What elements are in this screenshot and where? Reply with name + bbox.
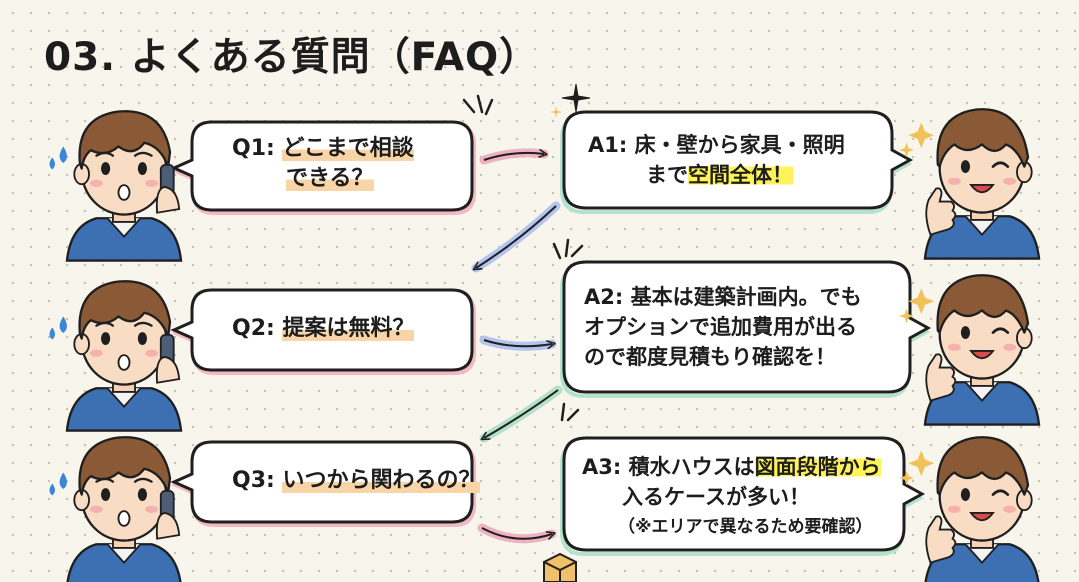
page-title: 03. よくある質問（FAQ） (44, 35, 540, 80)
worried-person-icon (48, 436, 183, 582)
happy-person-icon (897, 107, 1041, 260)
happy-person-icon (897, 435, 1041, 582)
question-3-text: Q3: いつから関わるの？ (232, 468, 481, 493)
arrow-q3-to-a3 (477, 523, 557, 544)
arrow-a2-to-q3 (479, 385, 563, 443)
worried-person-icon (48, 280, 183, 432)
arrow-q2-to-a2 (479, 335, 557, 351)
package-icon (543, 552, 577, 582)
question-1-text: Q1: どこまで相談 できる？ (232, 136, 414, 191)
arrow-a1-to-q2 (471, 201, 561, 273)
question-2-text: Q2: 提案は無料？ (232, 316, 415, 341)
answer-1-text: A1: 床・壁から家具・照明 まで空間全体！ (588, 133, 845, 187)
happy-person-icon (897, 273, 1041, 426)
arrow-q1-to-a1 (479, 148, 549, 165)
answer-2-text: A2: 基本は建築計画内。でも オプションで追加費用が出る ので都度見積もり確認… (584, 285, 862, 369)
answer-3-note: （※エリアで異なるため要確認） (618, 517, 873, 537)
answer-3-text: A3: 積水ハウスは図面段階から 入るケースが多い！ （※エリアで異なるため要確… (582, 452, 881, 542)
sparkle-icon (462, 83, 591, 422)
worried-person-icon (48, 110, 183, 262)
